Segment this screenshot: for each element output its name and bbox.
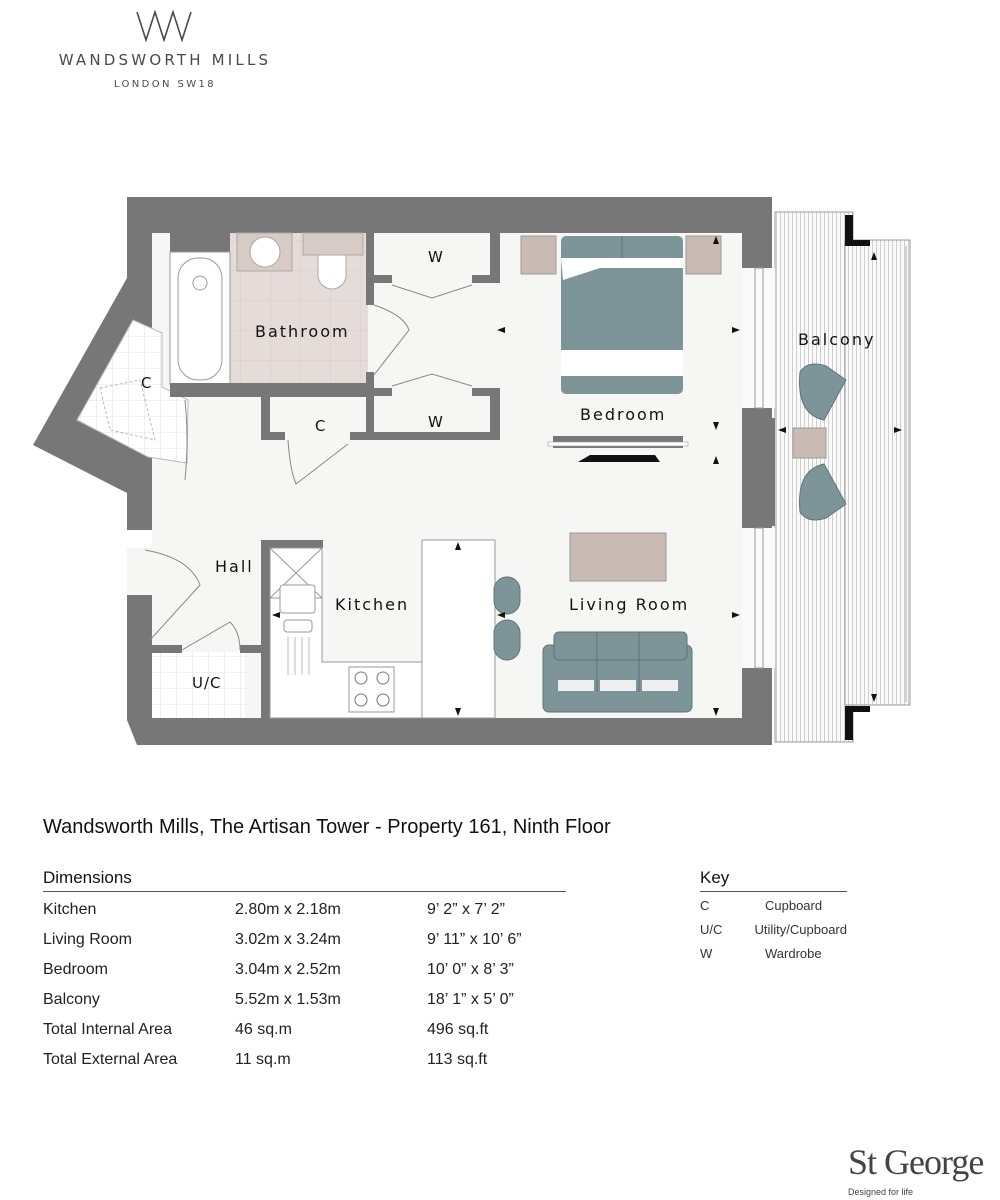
balcony-chair: [799, 363, 847, 421]
label-utility: U/C: [192, 674, 222, 692]
rug: [569, 532, 667, 582]
dimension-row: Balcony 5.52m x 1.53m 18’ 1” x 5’ 0”: [43, 985, 566, 1015]
nightstand: [520, 235, 557, 275]
imperial-size: 9’ 11” x 10’ 6”: [427, 931, 522, 948]
developer-tagline: Designed for life: [848, 1187, 914, 1197]
room-name: Living Room: [43, 931, 132, 948]
toilet: [317, 254, 347, 290]
key-meaning: Cupboard: [765, 898, 823, 913]
metric-size: 3.04m x 2.52m: [235, 961, 341, 978]
wandsworth-mills-logo: WANDSWORTH MILLS LONDON SW18: [40, 9, 290, 90]
key-code: U/C: [700, 922, 723, 937]
window: [754, 267, 764, 409]
floor-plan: Bathroom Bedroom Balcony Hall Kitchen Li…: [33, 197, 911, 745]
key-code: C: [700, 898, 710, 913]
brand-location: LONDON SW18: [113, 79, 217, 90]
key-legend: Key C Cupboard U/C Utility/Cupboard W Wardr…: [700, 868, 847, 966]
sink: [279, 584, 316, 614]
balcony-table: [792, 427, 827, 459]
imperial-size: 9’ 2” x 7’ 2”: [427, 901, 505, 918]
developer-name: St George: [848, 1142, 984, 1182]
brand-name: WANDSWORTH MILLS: [58, 51, 272, 69]
sofa: [542, 631, 693, 713]
imperial-size: 496 sq.ft: [427, 1021, 489, 1038]
imperial-size: 18’ 1” x 5’ 0”: [427, 991, 514, 1008]
key-heading: Key: [700, 868, 847, 892]
metric-size: 11 sq.m: [235, 1051, 291, 1068]
room-name: Bedroom: [43, 961, 108, 978]
label-kitchen: Kitchen: [335, 595, 409, 614]
key-meaning: Wardrobe: [765, 946, 822, 961]
st-george-logo: St George Designed for life: [848, 1140, 984, 1198]
bed: [561, 236, 683, 394]
imperial-size: 10’ 0” x 8’ 3”: [427, 961, 514, 978]
metric-size: 2.80m x 2.18m: [235, 901, 341, 918]
dimension-row: Living Room 3.02m x 3.24m 9’ 11” x 10’ 6”: [43, 925, 566, 955]
label-living-room: Living Room: [569, 595, 689, 614]
property-title: Wandsworth Mills, The Artisan Tower - Pr…: [43, 816, 611, 838]
tv: [578, 455, 660, 462]
bar-stool: [493, 619, 521, 661]
dimension-markers: [272, 236, 902, 716]
hob: [348, 666, 395, 713]
metric-size: 46 sq.m: [235, 1021, 292, 1038]
kitchen-island: [421, 539, 496, 719]
room-name: Total External Area: [43, 1051, 178, 1068]
imperial-size: 113 sq.ft: [427, 1051, 488, 1068]
window: [754, 527, 764, 669]
label-wardrobe: W: [428, 248, 444, 266]
dimension-row: Total Internal Area 46 sq.m 496 sq.ft: [43, 1015, 566, 1045]
dimension-row: Kitchen 2.80m x 2.18m 9’ 2” x 7’ 2”: [43, 895, 566, 925]
label-hall: Hall: [215, 557, 254, 576]
entrance-door: [144, 549, 201, 641]
key-item: C Cupboard: [700, 894, 847, 918]
room-name: Kitchen: [43, 901, 97, 918]
label-wardrobe: W: [428, 413, 444, 431]
metric-size: 3.02m x 3.24m: [235, 931, 341, 948]
key-code: W: [700, 946, 713, 961]
label-bathroom: Bathroom: [255, 322, 350, 341]
key-meaning: Utility/Cupboard: [754, 922, 848, 937]
balcony-chair: [799, 463, 847, 521]
dimensions-heading: Dimensions: [43, 868, 566, 892]
dimension-row: Total External Area 11 sq.m 113 sq.ft: [43, 1045, 566, 1075]
label-bedroom: Bedroom: [580, 405, 666, 424]
corner-cupboard: [76, 319, 189, 464]
key-item: W Wardrobe: [700, 942, 847, 966]
dimension-row: Bedroom 3.04m x 2.52m 10’ 0” x 8’ 3”: [43, 955, 566, 985]
key-item: U/C Utility/Cupboard: [700, 918, 847, 942]
room-name: Total Internal Area: [43, 1021, 172, 1038]
bar-stool: [493, 576, 521, 615]
wm-logo-mark: [136, 9, 192, 43]
dimensions-table: Dimensions Kitchen 2.80m x 2.18m 9’ 2” x 7…: [43, 868, 566, 1075]
metric-size: 5.52m x 1.53m: [235, 991, 341, 1008]
label-cupboard: C: [141, 374, 152, 392]
label-balcony: Balcony: [798, 330, 875, 349]
balcony: [774, 211, 911, 743]
room-name: Balcony: [43, 991, 100, 1008]
label-cupboard: C: [315, 417, 326, 435]
